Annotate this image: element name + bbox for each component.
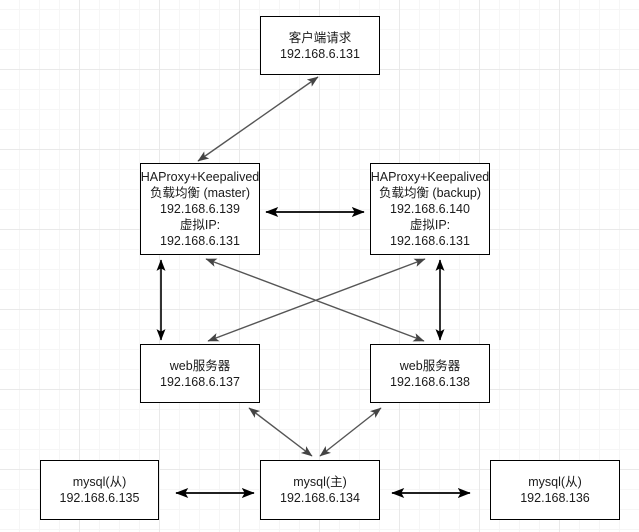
haproxy-master-ip: 192.168.6.139 <box>160 202 240 216</box>
node-haproxy-master[interactable]: HAProxy+Keepalived 负载均衡 (master) 192.168… <box>140 163 260 255</box>
client-request-ip: 192.168.6.131 <box>280 46 360 61</box>
node-client-request[interactable]: 客户端请求 192.168.6.131 <box>260 16 380 75</box>
mysql-slave-2-name: mysql(从) <box>528 475 582 489</box>
haproxy-master-vip: 192.168.6.131 <box>160 234 240 248</box>
haproxy-backup-vip-label: 虚拟IP: <box>409 218 451 232</box>
link-web2-to-mysql-master <box>319 407 382 457</box>
mysql-master-name: mysql(主) <box>293 475 347 489</box>
node-web-server-1[interactable]: web服务器 192.168.6.137 <box>140 344 260 403</box>
link-client-to-haproxy-master <box>197 76 319 162</box>
node-mysql-slave-2[interactable]: mysql(从) 192.168.136 <box>490 460 620 520</box>
web-server-1-ip: 192.168.6.137 <box>160 374 240 389</box>
node-mysql-master[interactable]: mysql(主) 192.168.6.134 <box>260 460 380 520</box>
node-haproxy-backup[interactable]: HAProxy+Keepalived 负载均衡 (backup) 192.168… <box>370 163 490 255</box>
link-haproxy-backup-to-web1 <box>207 258 426 342</box>
web-server-2-name: web服务器 <box>399 358 461 373</box>
haproxy-master-vip-label: 虚拟IP: <box>179 218 221 232</box>
mysql-slave-1-ip: 192.168.6.135 <box>59 491 140 505</box>
haproxy-backup-vip: 192.168.6.131 <box>390 234 470 248</box>
mysql-slave-2-ip: 192.168.136 <box>520 491 590 505</box>
link-web1-to-mysql-master <box>248 407 313 457</box>
client-request-name: 客户端请求 <box>288 30 352 45</box>
mysql-master-ip: 192.168.6.134 <box>280 491 360 505</box>
node-web-server-2[interactable]: web服务器 192.168.6.138 <box>370 344 490 403</box>
haproxy-master-role: 负载均衡 (master) <box>149 186 250 200</box>
haproxy-backup-software: HAProxy+Keepalived <box>370 170 490 184</box>
haproxy-backup-ip: 192.168.6.140 <box>390 202 470 216</box>
web-server-2-ip: 192.168.6.138 <box>390 374 470 389</box>
haproxy-master-software: HAProxy+Keepalived <box>140 170 260 184</box>
web-server-1-name: web服务器 <box>169 358 231 373</box>
link-haproxy-master-to-web2 <box>205 258 425 342</box>
node-mysql-slave-1[interactable]: mysql(从) 192.168.6.135 <box>40 460 159 520</box>
haproxy-backup-role: 负载均衡 (backup) <box>378 186 482 200</box>
mysql-slave-1-name: mysql(从) <box>72 475 127 489</box>
